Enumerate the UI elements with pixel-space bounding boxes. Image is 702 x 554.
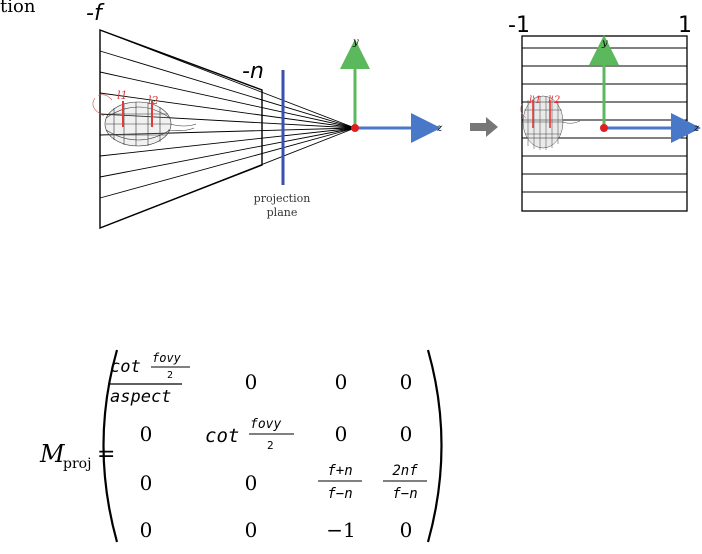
y-axis-label: y [352,37,359,48]
cell-r1c1-cot: cot [205,425,239,447]
cell-r2c1: 0 [245,471,258,495]
l1-prime-label: l'1 [529,95,541,106]
matrix-lhs: M [39,440,66,468]
far-plane-label: -f [86,1,105,26]
cell-r1c1-frac-top: fovy [250,417,281,432]
matrix-lhs-subscript: proj [63,456,91,472]
frustum-projection-lines [99,29,356,229]
cell-r2c3-numerator: 2nf [392,463,418,479]
cell-r0c2: 0 [335,370,348,394]
cell-r0c1: 0 [245,370,258,394]
matrix-right-paren [426,349,443,543]
teapot-wireframe [92,94,197,147]
transform-arrow [470,117,498,137]
matrix-equals: = [97,442,115,467]
cell-r0c0-cot: cot [110,357,141,377]
cell-r0c0-frac-bottom: 2 [167,370,173,381]
l1-label: l1 [117,89,128,102]
cell-r3c1: 0 [245,518,258,542]
origin-dot [351,124,359,132]
cell-r2c2-denominator: f−n [327,486,352,502]
right-y-axis-label: y [601,38,608,49]
cell-r0c0: cot fovy 2 aspect [108,351,190,407]
right-bound-label: 1 [678,13,692,38]
cell-r2c3-denominator: f−n [392,486,417,502]
frustum-outline [99,28,263,230]
left-bound-label: -1 [508,13,530,38]
cell-r2c3: 2nf f−n [383,463,427,502]
z-axis-label: z [436,123,443,134]
cell-r3c0: 0 [140,518,153,542]
cell-r1c0: 0 [140,422,153,446]
projection-plane-label-line2: plane [267,206,298,219]
l2-label: l2 [148,94,159,107]
l2-prime-label: l'2 [548,95,560,106]
projection-plane-label-line1: projection [254,192,311,205]
cell-r2c2-numerator: f+n [327,463,352,479]
cell-r2c0: 0 [140,471,153,495]
right-origin-dot [600,124,608,132]
right-z-axis-label: z [693,123,700,134]
cell-r3c3: 0 [400,518,413,542]
cell-r2c2: f+n f−n [318,463,362,502]
cell-r0c0-aspect: aspect [110,387,171,407]
cell-r1c2: 0 [335,422,348,446]
frustum-diagram: l1 l2 -f -n projection plane y z [86,1,443,230]
cell-r0c3: 0 [400,370,413,394]
cell-r0c0-frac-top: fovy [152,351,182,365]
caption-fragment: tion [0,0,36,17]
near-plane-label: -n [242,59,264,84]
cell-r3c2: −1 [326,518,355,542]
matrix-left-paren [102,349,119,543]
projection-matrix-equation: M proj = cot fovy 2 aspect 0 0 0 0 cot f… [39,349,443,543]
cell-r1c1-frac-bottom: 2 [267,439,274,452]
canonical-volume-diagram: -1 1 [508,13,701,212]
cell-r1c1: cot fovy 2 [205,417,294,452]
cell-r1c3: 0 [400,422,413,446]
